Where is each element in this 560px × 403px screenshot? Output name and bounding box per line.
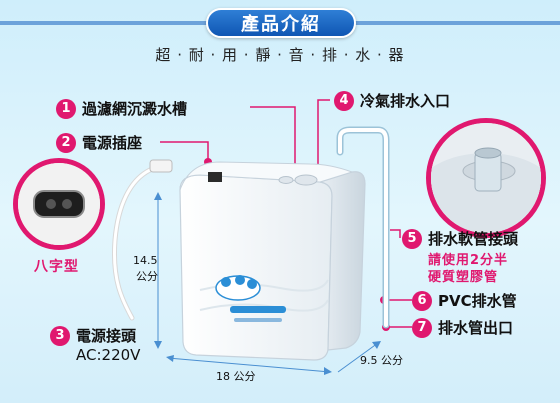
power-plug-head	[149, 159, 173, 173]
power-cord	[112, 168, 152, 320]
inlet-hole-2	[278, 176, 294, 184]
badge-4: 4	[334, 91, 354, 111]
leader-2	[160, 141, 209, 160]
depth-arrow-right	[372, 341, 381, 349]
inlet-closeup	[426, 118, 546, 238]
feature-3-label: 電源接頭	[76, 327, 137, 345]
inlet-closeup-graphic	[431, 123, 541, 233]
width-arrow-right	[324, 367, 332, 375]
height-value: 14.5	[133, 254, 158, 267]
plug-type-caption: 八字型	[34, 259, 79, 275]
feature-7-label: 排水管出口	[438, 319, 514, 337]
feature-2-label: 電源插座	[82, 134, 143, 152]
leader-4	[317, 99, 330, 168]
plug-closeup	[13, 158, 105, 250]
feature-4-label: 冷氣排水入口	[360, 92, 451, 110]
feature-5-label: 排水軟管接頭	[428, 230, 519, 248]
badge-2: 2	[56, 133, 76, 153]
feature-5-note-1: 請使用2分半	[428, 253, 509, 268]
feature-3-voltage: AC:220V	[76, 346, 141, 364]
depth-label: 9.5 公分	[360, 354, 403, 367]
feature-6-label: PVC排水管	[438, 292, 517, 310]
feature-5-note-2: 硬質塑膠管	[428, 270, 499, 285]
badge-5: 5	[402, 229, 422, 249]
leader-5	[390, 229, 401, 238]
leader-1	[250, 106, 296, 180]
plug-closeup-graphic	[18, 163, 100, 245]
pump-top	[179, 161, 354, 191]
inlet-hole-1	[294, 174, 318, 186]
power-cord-outline	[111, 167, 153, 321]
height-unit: 公分	[136, 270, 158, 283]
badge-7: 7	[412, 318, 432, 338]
feature-1-label: 過濾網沉澱水槽	[82, 100, 188, 118]
width-label: 18 公分	[216, 370, 256, 383]
height-arrow-bottom	[154, 341, 162, 349]
pump-front-face	[179, 174, 333, 361]
page-title: 產品介紹	[206, 8, 356, 38]
badge-6: 6	[412, 291, 432, 311]
pump-logo-sticker	[215, 275, 286, 322]
pump-socket	[208, 172, 222, 182]
badge-1: 1	[56, 99, 76, 119]
inlet-nozzle	[474, 152, 502, 192]
page-subtitle: 超 · 耐 · 用 · 靜 · 音 · 排 · 水 · 器	[155, 46, 405, 64]
drain-hose	[338, 128, 388, 327]
height-arrow-top	[154, 192, 162, 200]
pump-side-face	[319, 171, 366, 351]
width-dim-line	[167, 357, 331, 373]
depth-dim-line	[337, 342, 379, 373]
width-arrow-left	[166, 355, 174, 362]
drain-pump-unit	[179, 161, 366, 361]
badge-3: 3	[50, 326, 70, 346]
